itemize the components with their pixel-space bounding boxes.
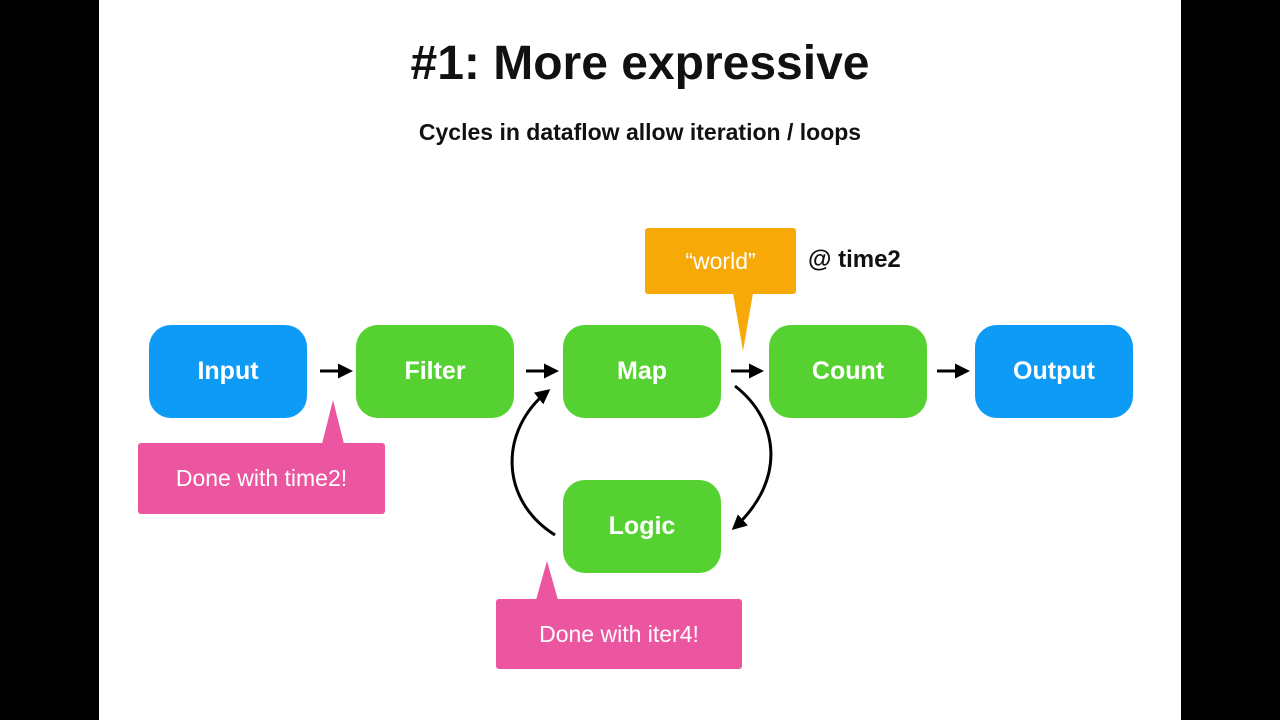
time-label: @ time2	[808, 246, 901, 273]
world-callout: “world”	[645, 228, 796, 294]
node-output: Output	[975, 325, 1133, 418]
node-count: Count	[769, 325, 927, 418]
arrow-map-logic	[731, 384, 773, 531]
dataflow-edges	[320, 293, 970, 600]
node-map: Map	[563, 325, 721, 418]
done-time2-pointer	[322, 400, 344, 444]
slide-subtitle: Cycles in dataflow allow iteration / loo…	[418, 119, 862, 145]
node-logic: Logic	[563, 480, 721, 573]
world-pointer	[733, 293, 753, 351]
done-iter4-pointer	[536, 561, 558, 600]
done-time2-callout: Done with time2!	[138, 443, 385, 514]
arrow-logic-map	[510, 389, 556, 537]
slide-title: #1: More expressive	[410, 37, 870, 90]
done-iter4-callout: Done with iter4!	[496, 599, 742, 669]
node-filter: Filter	[356, 325, 514, 418]
node-input: Input	[149, 325, 307, 418]
slide: #1: More expressive Cycles in dataflow a…	[99, 0, 1181, 720]
